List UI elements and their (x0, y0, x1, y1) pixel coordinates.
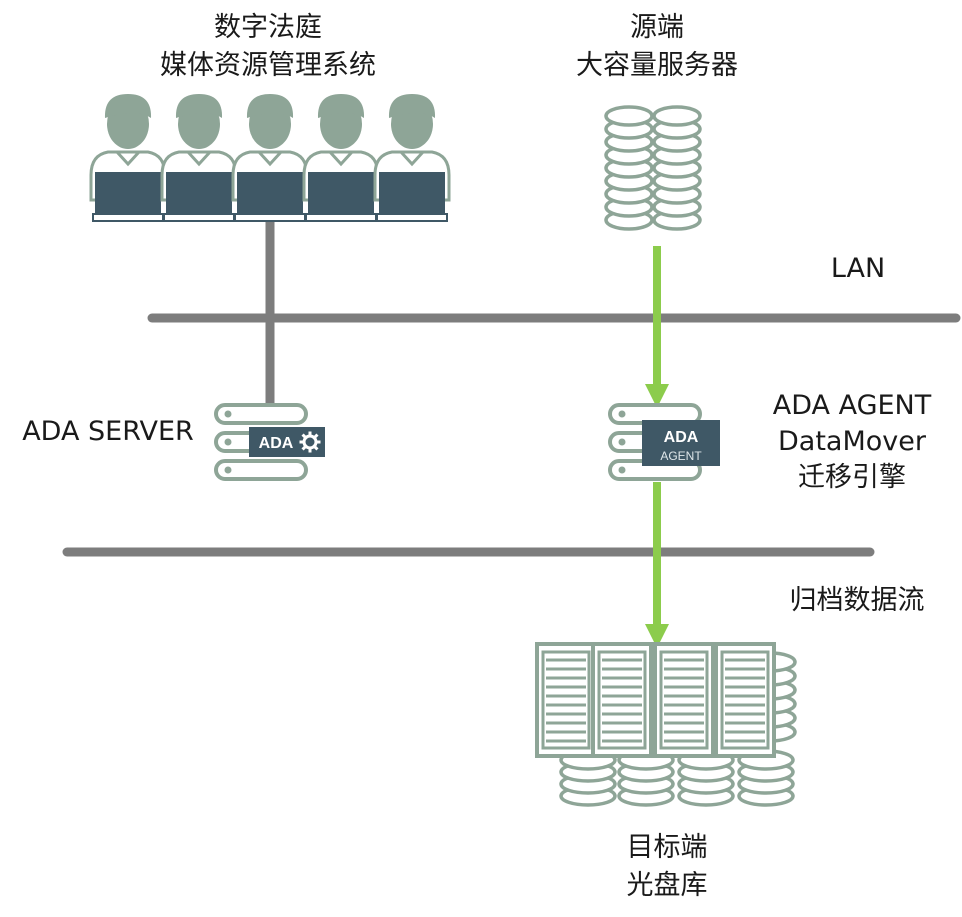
user-laptop-icon (231, 94, 309, 222)
archive-flow-label: 归档数据流 (789, 585, 925, 616)
ada-agent-label-line1: ADA AGENT (772, 390, 932, 421)
lan-label: LAN (830, 253, 886, 284)
source-server-icon (604, 105, 702, 231)
ada-agent-label-line2: DataMover (778, 426, 926, 457)
user-laptop-icon (160, 94, 238, 222)
clients-title-line1: 数字法庭 (214, 12, 322, 43)
target-title-line2: 光盘库 (626, 870, 708, 901)
user-laptop-icon (89, 94, 167, 222)
source-title-line1: 源端 (630, 12, 684, 43)
ada-agent-label-line3: 迁移引擎 (798, 462, 906, 493)
clients-title-line2: 媒体资源管理系统 (160, 50, 376, 81)
ada-server-badge-text: ADA (259, 435, 294, 452)
ada-agent-badge-text: ADA (664, 429, 699, 446)
ada-server-icon: ADA (214, 403, 325, 481)
ada-agent-icon: ADA AGENT (608, 403, 720, 481)
client-users-group (89, 94, 451, 222)
user-laptop-icon (302, 94, 380, 222)
ada-server-badge (249, 427, 325, 457)
ada-agent-badge-subtext: AGENT (660, 449, 702, 463)
ada-server-label: ADA SERVER (22, 416, 194, 447)
optical-library-icon (535, 642, 797, 807)
user-laptop-icon (373, 94, 451, 222)
source-title-line2: 大容量服务器 (576, 50, 738, 81)
gear-icon (299, 431, 321, 453)
ada-agent-badge (642, 420, 720, 466)
target-title-line1: 目标端 (626, 832, 708, 863)
